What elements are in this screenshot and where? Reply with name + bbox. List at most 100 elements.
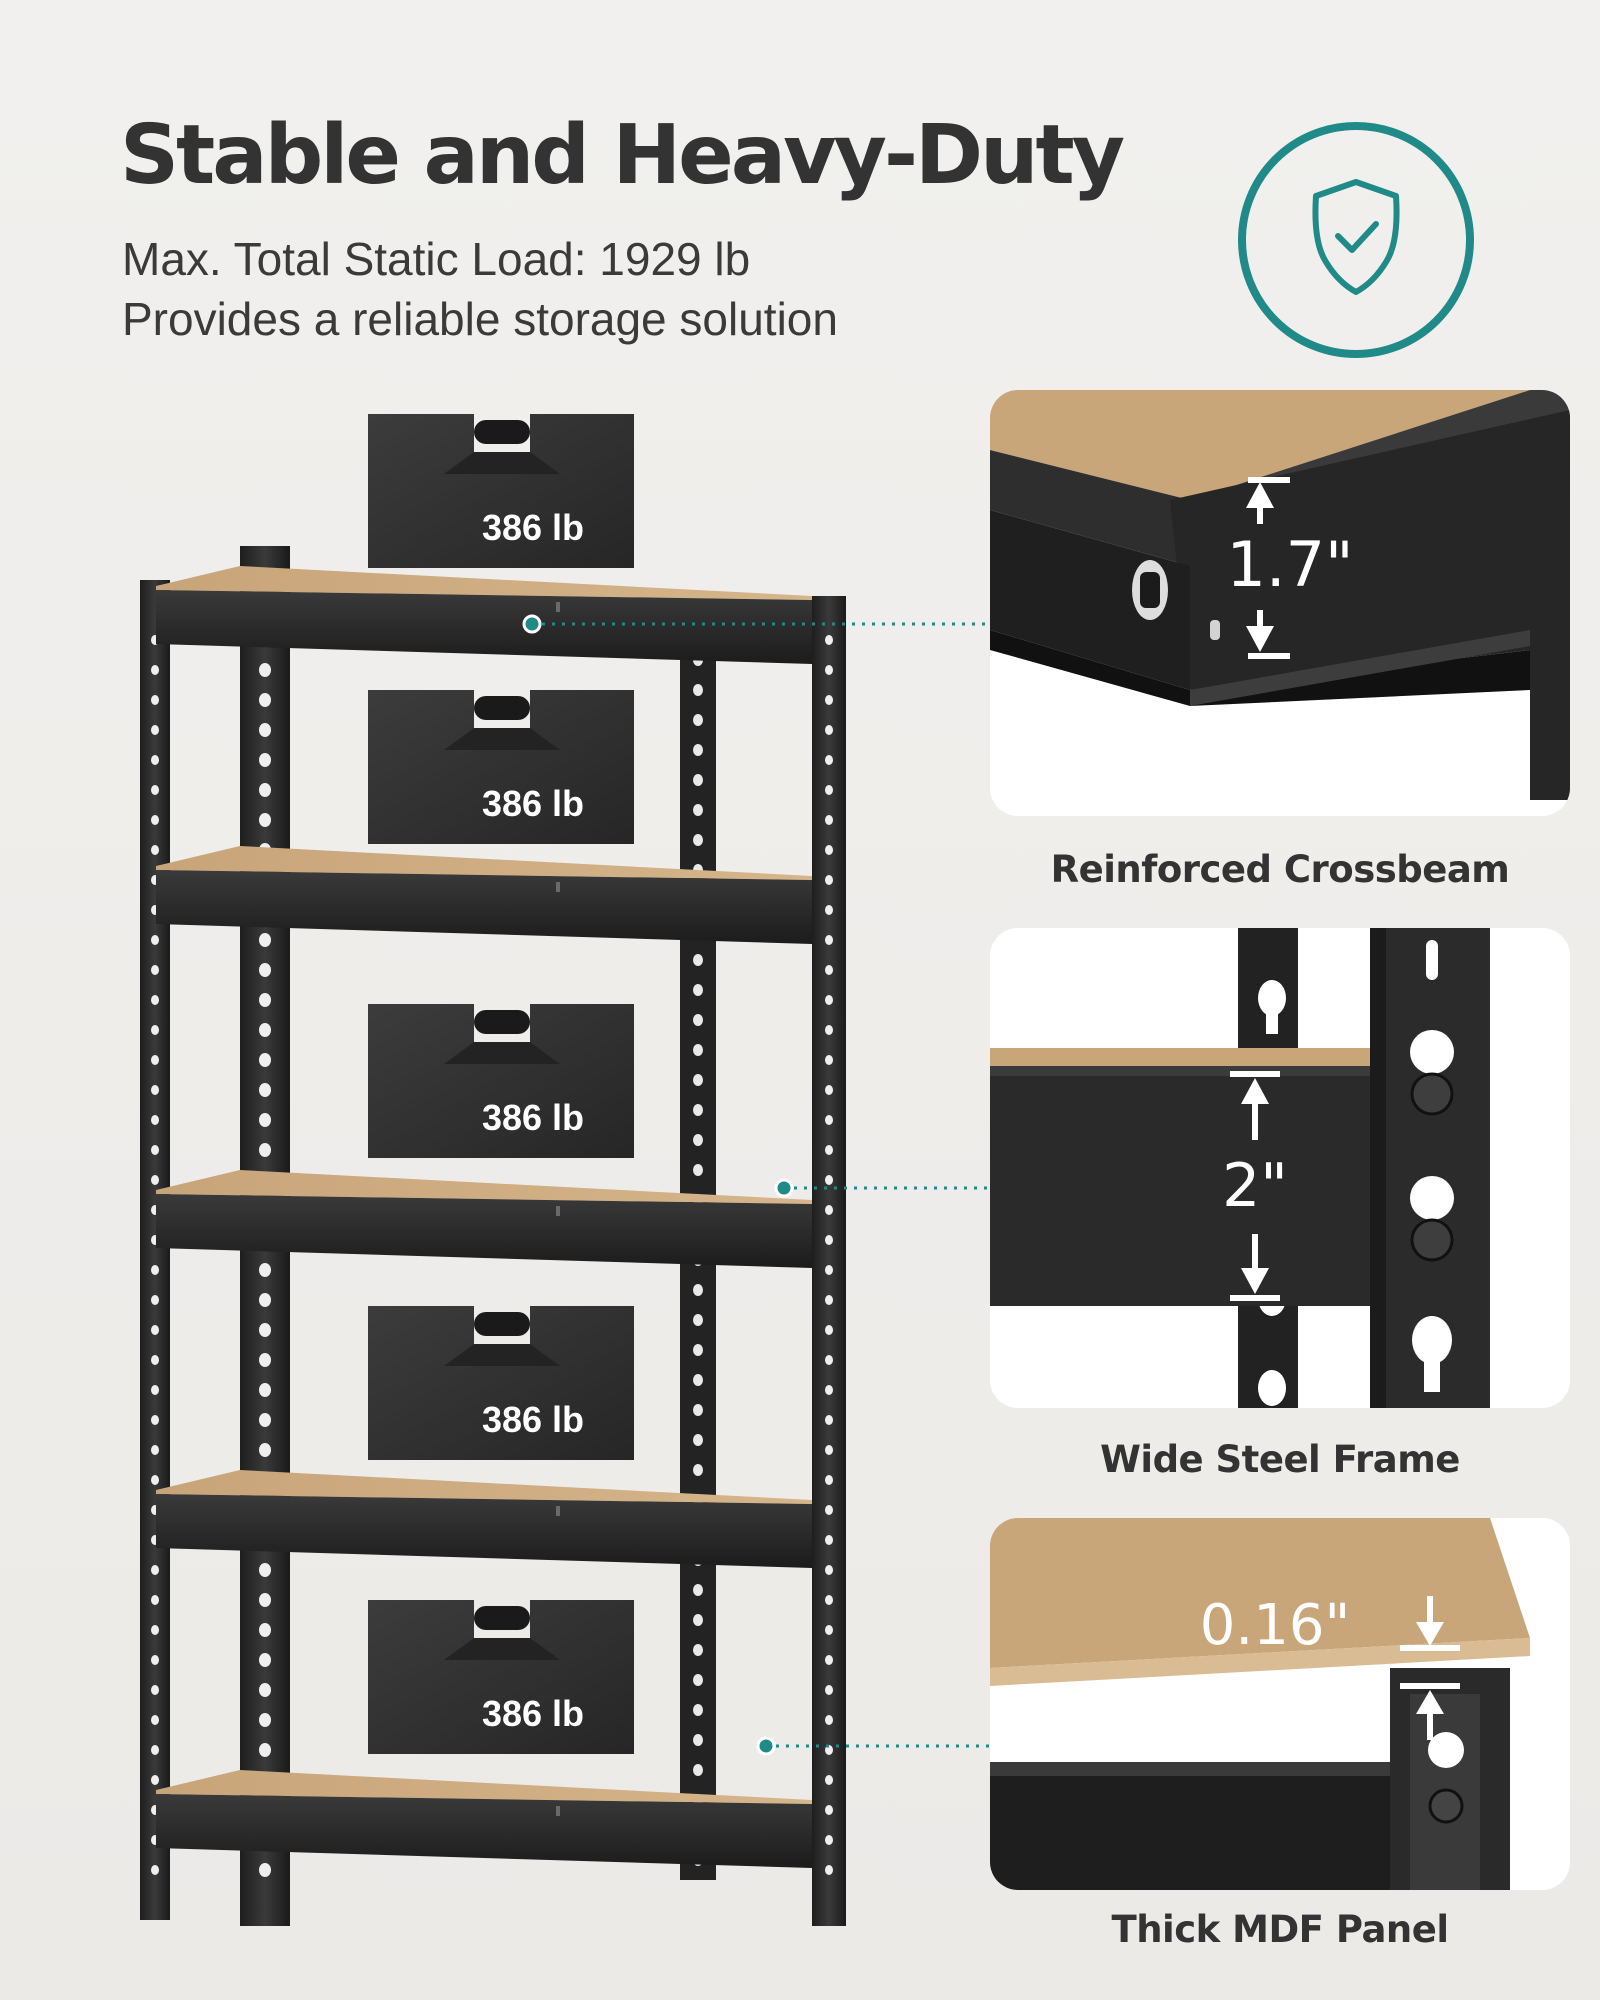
mdf-panel xyxy=(156,1770,812,1804)
callout-lines xyxy=(522,614,990,1756)
post-hole xyxy=(151,1745,159,1755)
mdf-panel xyxy=(156,566,812,600)
post-hole xyxy=(825,1265,833,1275)
post-hole xyxy=(825,635,833,645)
weight-label: 386 lb xyxy=(482,783,584,824)
weight-handle xyxy=(474,1606,530,1630)
post-hole xyxy=(259,1113,271,1127)
shelf-4 xyxy=(156,1470,812,1568)
caption-wide-steel-frame: Wide Steel Frame xyxy=(1100,1438,1460,1481)
post-hole xyxy=(151,995,159,1005)
post-hole xyxy=(825,1145,833,1155)
post-hole xyxy=(151,1445,159,1455)
post-hole xyxy=(825,1385,833,1395)
post-hole xyxy=(151,1475,159,1485)
weight-block-2: 386 lb xyxy=(368,690,634,844)
post-hole xyxy=(693,1284,703,1296)
shelf-2 xyxy=(156,846,812,944)
post-hole xyxy=(825,1205,833,1215)
shelf-levels xyxy=(156,566,812,1868)
mdf-panel xyxy=(156,1170,812,1204)
weight-handle xyxy=(474,1312,530,1336)
post-hole xyxy=(825,1445,833,1455)
post-hole xyxy=(825,1535,833,1545)
post-hole xyxy=(825,1865,833,1875)
weight-label: 386 lb xyxy=(482,1097,584,1138)
post-hole xyxy=(151,1655,159,1665)
post-hole xyxy=(693,1134,703,1146)
post-hole xyxy=(259,1323,271,1337)
post-hole xyxy=(825,785,833,795)
post-hole xyxy=(693,1434,703,1446)
post-hole xyxy=(259,1623,271,1637)
post-hole xyxy=(151,1325,159,1335)
post-hole xyxy=(825,1835,833,1845)
post-hole xyxy=(825,1025,833,1035)
post-hole xyxy=(825,1655,833,1665)
post-hole xyxy=(825,1625,833,1635)
post-hole xyxy=(259,663,271,677)
detail-card-crossbeam: 1.7" xyxy=(990,390,1570,816)
post-hole xyxy=(825,695,833,705)
post-hole xyxy=(259,1083,271,1097)
post-hole xyxy=(825,665,833,675)
post-hole xyxy=(825,1715,833,1725)
front-crossbeam xyxy=(156,590,812,664)
crossbeam-measurement: 1.7" xyxy=(1226,528,1353,601)
post-hole xyxy=(825,1415,833,1425)
post-hole xyxy=(259,693,271,707)
post-hole xyxy=(151,1715,159,1725)
caption-thick-mdf-panel: Thick MDF Panel xyxy=(1111,1908,1449,1951)
post-hole xyxy=(259,753,271,767)
post-hole xyxy=(693,1374,703,1386)
post-hole xyxy=(259,1263,271,1277)
post-hole xyxy=(825,755,833,765)
post-hole xyxy=(693,1164,703,1176)
post-hole xyxy=(259,1413,271,1427)
shield-check-icon xyxy=(1238,122,1474,358)
post-hole xyxy=(259,1683,271,1697)
post-hole xyxy=(151,665,159,675)
post-hole xyxy=(693,1674,703,1686)
shelf-1 xyxy=(156,566,812,664)
post-hole xyxy=(151,1145,159,1155)
post-hole xyxy=(151,785,159,795)
mdf-panel xyxy=(156,1470,812,1504)
post-hole xyxy=(693,1464,703,1476)
post-hole xyxy=(693,1344,703,1356)
post-hole xyxy=(151,1685,159,1695)
weight-handle xyxy=(474,420,530,444)
post-hole xyxy=(693,1704,703,1716)
post-hole xyxy=(825,1805,833,1815)
post-hole xyxy=(151,1115,159,1125)
post-hole xyxy=(693,684,703,696)
frame-measurement: 2" xyxy=(1222,1151,1288,1221)
post-hole xyxy=(825,1055,833,1065)
post-hole xyxy=(693,1014,703,1026)
post-hole xyxy=(259,1383,271,1397)
post-hole xyxy=(151,725,159,735)
post-hole xyxy=(693,1614,703,1626)
post-hole xyxy=(151,935,159,945)
post-hole xyxy=(151,1295,159,1305)
post-hole xyxy=(259,723,271,737)
weight-handle xyxy=(474,1010,530,1034)
post-hole xyxy=(825,1595,833,1605)
post-hole xyxy=(825,1565,833,1575)
post-hole xyxy=(151,965,159,975)
post-hole xyxy=(151,1265,159,1275)
post-hole xyxy=(825,1685,833,1695)
subtitle-load: Max. Total Static Load: 1929 lb xyxy=(122,233,751,285)
post-hole xyxy=(259,783,271,797)
post-hole xyxy=(259,1653,271,1667)
subtitle-reliable: Provides a reliable storage solution xyxy=(122,293,838,345)
post-hole xyxy=(825,1085,833,1095)
post-hole xyxy=(825,1235,833,1245)
weight-label: 386 lb xyxy=(482,1399,584,1440)
front-post-right xyxy=(812,596,846,1926)
front-crossbeam xyxy=(156,1794,812,1868)
post-hole xyxy=(151,1085,159,1095)
post-hole xyxy=(693,1044,703,1056)
post-hole xyxy=(259,1053,271,1067)
post-hole xyxy=(151,1175,159,1185)
